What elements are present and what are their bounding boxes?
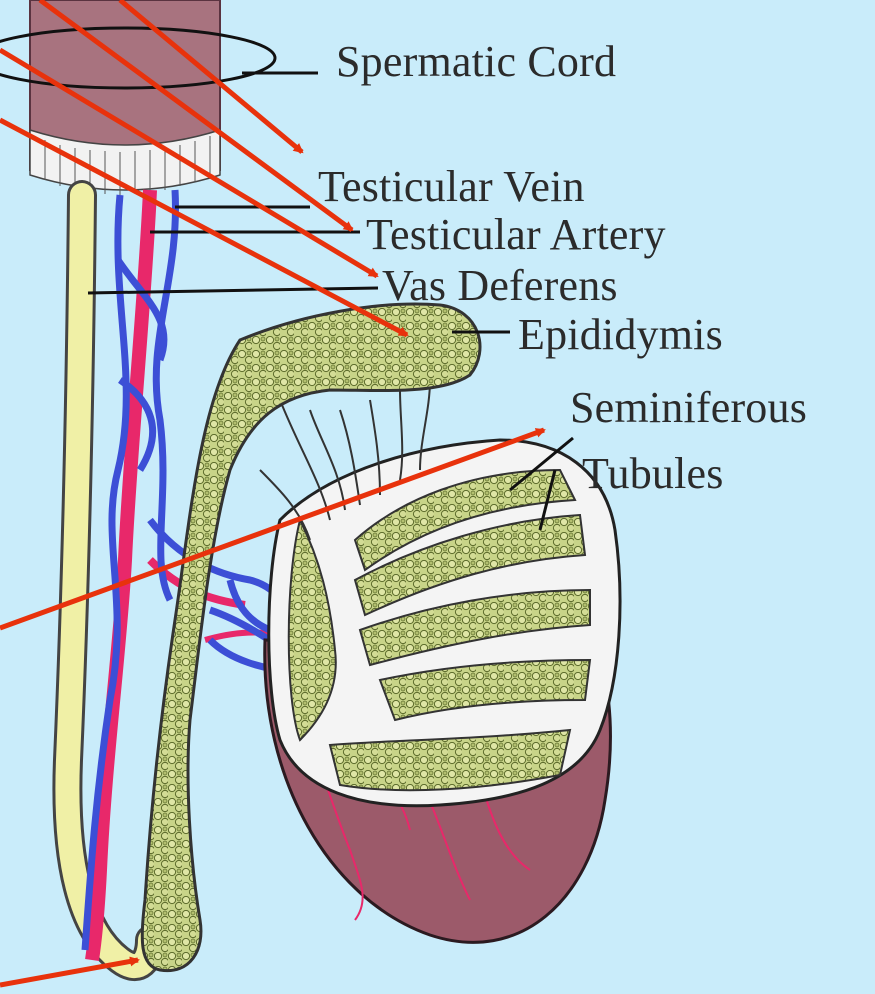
label-spermatic-cord: Spermatic Cord	[336, 40, 616, 84]
label-tubules: Tubules	[582, 452, 724, 496]
label-epididymis: Epididymis	[518, 313, 723, 357]
label-testicular-artery: Testicular Artery	[366, 213, 666, 257]
label-vas-deferens: Vas Deferens	[382, 264, 618, 308]
spermatic-cord-sheath	[0, 0, 318, 195]
label-seminiferous: Seminiferous	[570, 386, 807, 430]
label-testicular-vein: Testicular Vein	[318, 165, 585, 209]
